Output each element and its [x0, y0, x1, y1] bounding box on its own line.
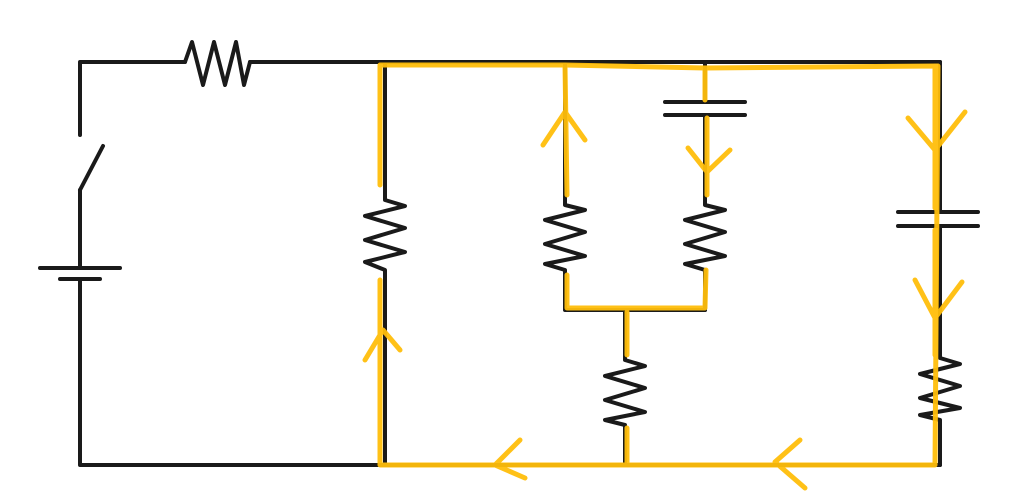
arrow-up-icon — [540, 109, 588, 148]
current-annotations — [362, 62, 968, 491]
middle-resistor — [603, 308, 647, 467]
arrow-down-icon — [685, 145, 733, 175]
arrow-left-icon — [772, 437, 808, 491]
top-wire-left — [78, 60, 187, 137]
right-resistor — [918, 224, 962, 467]
arrow-left-icon — [492, 437, 528, 481]
arrow-down-icon — [905, 109, 968, 153]
branch3-resistor — [683, 113, 727, 312]
switch — [78, 144, 105, 192]
arrow-down-icon — [912, 277, 965, 321]
series-resistor — [183, 40, 252, 87]
annotation-branch3 — [702, 65, 710, 198]
branch1-resistor — [363, 60, 407, 467]
annotation-loop-outline — [377, 62, 941, 468]
left-wire-bottom — [78, 277, 942, 467]
arrow-up-icon — [362, 327, 403, 363]
annotation-branch2 — [562, 62, 709, 311]
circuit-wiring — [38, 40, 980, 467]
